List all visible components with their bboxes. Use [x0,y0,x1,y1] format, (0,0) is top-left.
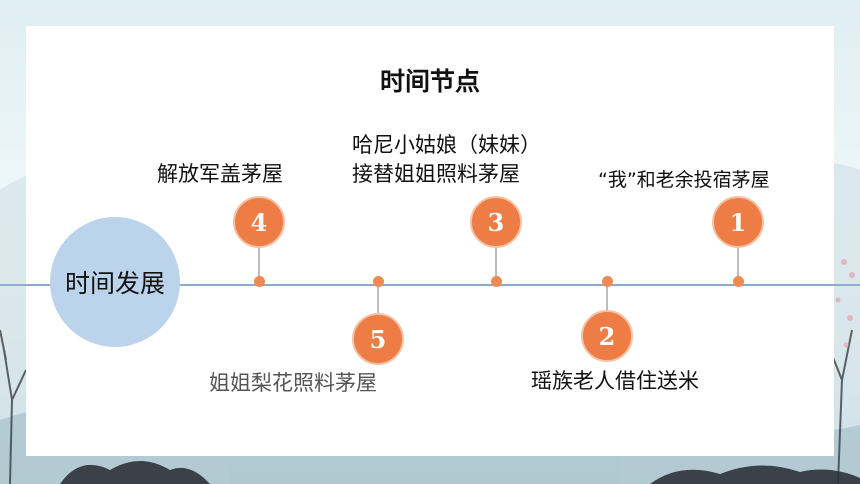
event-label-1: “我”和老余投宿茅屋 [598,169,770,191]
stem-event-2 [606,287,608,311]
event-number-3: 3 [487,207,505,237]
event-node-3: 3 [470,196,522,248]
timeline-axis [0,284,860,286]
slide-title: 时间节点 [379,67,480,96]
event-number-2: 2 [598,321,616,351]
dot-event-5 [373,276,384,287]
event-node-2: 2 [581,310,633,362]
stem-event-5 [377,287,379,314]
event-node-4: 4 [233,196,285,248]
timeline-start-label: 时间发展 [64,269,165,298]
timeline-start-circle: 时间发展 [50,217,180,347]
event-number-1: 1 [729,207,747,237]
event-number-5: 5 [369,324,387,354]
dot-event-1 [733,276,744,287]
event-node-1: 1 [712,196,764,248]
event-label-5: 姐姐梨花照料茅屋 [209,371,377,395]
dot-event-4 [254,276,265,287]
stem-event-3 [495,244,497,281]
event-label-2: 瑶族老人借住送米 [531,369,699,393]
event-label-3a: 哈尼小姑娘（妹妹） [352,133,541,157]
dot-event-3 [491,276,502,287]
stem-event-4 [258,244,260,281]
event-number-4: 4 [250,207,268,237]
stem-event-1 [737,244,739,281]
event-label-4: 解放军盖茅屋 [157,162,283,186]
event-node-5: 5 [352,313,404,365]
dot-event-2 [602,276,613,287]
event-label-3b: 接替姐姐照料茅屋 [352,162,520,186]
